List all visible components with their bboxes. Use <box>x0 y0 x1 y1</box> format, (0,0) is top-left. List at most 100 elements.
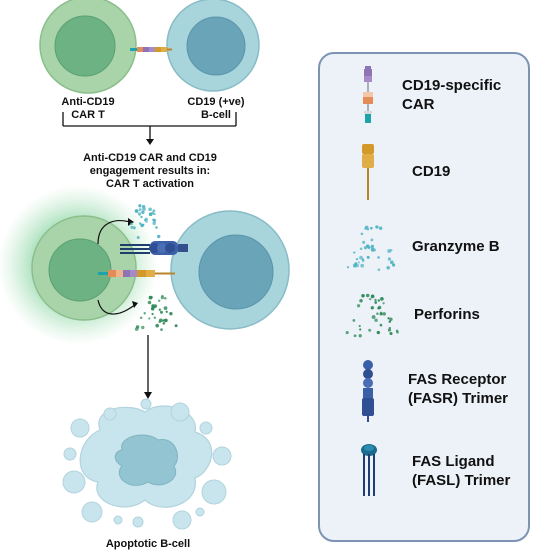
particle-dot <box>153 316 156 319</box>
particle-dot <box>158 308 162 311</box>
step-text-line-1: Anti-CD19 CAR and CD19 <box>83 152 217 164</box>
particle-dot <box>361 294 365 298</box>
legend-label-perforins: Perforins <box>414 305 480 324</box>
particle-dot <box>395 329 399 333</box>
activation-step-text: Anti-CD19 CAR and CD19 engagement result… <box>50 152 250 191</box>
b-cell-label-line-2: B-cell <box>201 109 231 121</box>
particle-dot <box>141 325 145 330</box>
particle-dot <box>389 317 393 322</box>
legend-label-cd19-specific-car-line-1: CD19-specific <box>402 77 502 94</box>
legend-label-fas-ligand-line-1: FAS Ligand <box>412 453 495 470</box>
legend-label-cd19-specific-car-line-2: CAR <box>402 96 435 113</box>
particle-dot <box>387 328 392 332</box>
particle-dot <box>152 209 156 213</box>
legend-label-granzyme-b-line-1: Granzyme B <box>412 238 500 255</box>
car-t-label: Anti-CD19 CAR T <box>48 96 128 122</box>
particle-dot <box>155 226 158 229</box>
particle-dot <box>360 263 365 268</box>
particle-dot <box>387 257 392 261</box>
particle-dot <box>137 212 142 216</box>
particle-dot <box>165 310 168 313</box>
particle-dot <box>140 215 143 219</box>
legend-label-cd19-line-1: CD19 <box>412 163 451 180</box>
particle-dot <box>355 257 359 261</box>
particle-dot <box>132 226 136 230</box>
legend-label-granzyme-b: Granzyme B <box>412 237 500 256</box>
legend-label-cd19: CD19 <box>412 162 450 181</box>
particle-dot <box>160 295 165 300</box>
particle-dot <box>386 266 390 270</box>
particle-dot <box>366 255 370 259</box>
particle-dot <box>361 259 365 262</box>
particle-dot <box>358 324 361 328</box>
particle-dot <box>389 331 393 336</box>
step-text-line-2: engagement results in: <box>89 165 211 177</box>
particle-dot <box>387 249 392 253</box>
particle-dot <box>377 268 381 272</box>
particle-dot <box>387 317 390 320</box>
particle-dot <box>363 246 368 250</box>
particle-dot <box>141 210 145 214</box>
b-cell-label-line-1: CD19 (+ve) <box>187 96 245 108</box>
particle-dot <box>152 221 157 226</box>
particle-dot <box>364 225 369 230</box>
particle-dot <box>370 226 373 230</box>
fas-ligand-trimer-icon <box>361 444 377 496</box>
particle-dot <box>368 297 372 301</box>
particle-dot <box>374 318 378 323</box>
particle-dot <box>142 204 146 209</box>
particle-dot <box>159 310 164 314</box>
particle-dot <box>362 240 366 244</box>
target-b-cell <box>170 210 290 330</box>
particle-dot <box>370 238 374 242</box>
particle-dot <box>359 328 362 331</box>
step-text-line-3: CAR T activation <box>105 178 194 190</box>
particle-dot <box>345 331 349 335</box>
granzyme-b-icon <box>346 225 396 272</box>
particle-dot <box>356 304 361 308</box>
particle-dot <box>370 306 374 310</box>
particle-dot <box>158 320 162 324</box>
particle-dot <box>379 312 382 316</box>
particle-dot <box>145 220 148 223</box>
particle-dot <box>153 213 156 216</box>
cd19-specific-car-icon <box>363 66 373 123</box>
apoptotic-b-cell-label: Apoptotic B-cell <box>105 538 191 550</box>
apoptotic-b-cell <box>62 398 232 530</box>
particle-dot <box>377 306 381 310</box>
particle-dot <box>357 261 360 264</box>
particle-dot <box>151 312 154 316</box>
particle-dot <box>378 226 383 230</box>
legend-label-fas-receptor-line-2: (FASR) Trimer <box>408 390 509 407</box>
particle-dot <box>153 218 157 223</box>
particle-dot <box>353 334 357 338</box>
particle-dot <box>353 251 356 254</box>
down-arrow <box>144 335 152 399</box>
particle-dot <box>359 255 363 260</box>
perforins-icon <box>345 293 399 338</box>
b-cell <box>166 0 260 92</box>
particle-dot <box>147 300 152 305</box>
particle-dot <box>157 299 161 303</box>
particle-dot <box>143 312 146 315</box>
synapse-molecules <box>98 241 188 277</box>
particle-dot <box>138 204 142 208</box>
particle-dot <box>164 297 167 300</box>
granzyme-b-cloud <box>130 204 161 239</box>
particle-dot <box>374 301 378 304</box>
particle-dot <box>135 325 140 329</box>
particle-dot <box>379 323 383 327</box>
particle-dot <box>390 249 393 252</box>
particle-dot <box>162 322 166 325</box>
car-cd19-binding-top <box>130 47 172 52</box>
legend-panel <box>318 52 530 542</box>
particle-dot <box>368 328 372 332</box>
particle-dot <box>352 263 357 268</box>
legend-label-cd19-specific-car: CD19-specific CAR <box>402 76 501 114</box>
particle-dot <box>371 315 376 319</box>
particle-dot <box>376 330 380 335</box>
legend-label-fas-receptor-trimer: FAS Receptor (FASR) Trimer <box>408 370 508 408</box>
car-t-label-line-1: Anti-CD19 <box>61 96 115 108</box>
particle-dot <box>389 260 394 265</box>
particle-dot <box>138 208 142 212</box>
